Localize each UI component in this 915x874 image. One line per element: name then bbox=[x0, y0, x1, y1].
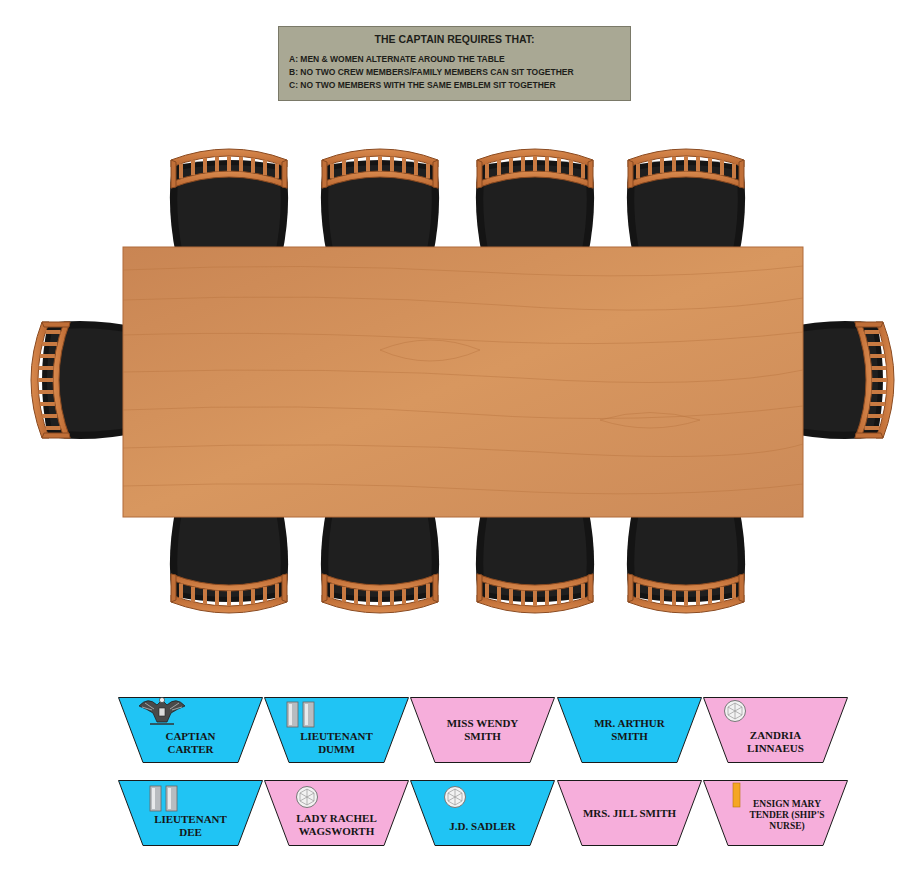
card-shape bbox=[558, 698, 702, 763]
card-outline bbox=[410, 780, 555, 846]
place-card: ZANDRIA LINNAEUS bbox=[703, 697, 848, 763]
place-card: J.D. SADLER bbox=[410, 780, 555, 846]
rules-heading: THE CAPTAIN REQUIRES THAT: bbox=[289, 33, 620, 45]
rule-text: C: NO TWO MEMBERS WITH THE SAME EMBLEM S… bbox=[289, 79, 620, 92]
guest-name: LIEUTENANT DUMM bbox=[288, 730, 385, 755]
place-card: MRS. JILL SMITH bbox=[557, 780, 702, 846]
lieutenant-bars bbox=[287, 702, 314, 727]
card-shape bbox=[265, 698, 409, 763]
place-card: LIEUTENANT DUMM bbox=[264, 697, 409, 763]
eagle-emblem bbox=[139, 697, 185, 724]
ensign-bar bbox=[733, 783, 740, 807]
card-shape bbox=[558, 781, 702, 846]
place-card: CAPTIAN CARTER bbox=[118, 697, 263, 763]
place-card: MR. ARTHUR SMITH bbox=[557, 697, 702, 763]
globe-emblem bbox=[445, 787, 466, 808]
card-shape bbox=[119, 698, 263, 763]
guest-name: CAPTIAN CARTER bbox=[142, 730, 239, 755]
place-card: LADY RACHEL WAGSWORTH bbox=[264, 780, 409, 846]
place-card: LIEUTENANT DEE bbox=[118, 780, 263, 846]
globe-emblem bbox=[725, 701, 746, 722]
guest-name: LIEUTENANT DEE bbox=[142, 813, 239, 838]
guest-name: MR. ARTHUR SMITH bbox=[581, 717, 678, 742]
rule-text: B: NO TWO CREW MEMBERS/FAMILY MEMBERS CA… bbox=[289, 66, 620, 79]
card-shape bbox=[704, 781, 848, 846]
guest-name: MISS WENDY SMITH bbox=[434, 717, 531, 742]
card-shape bbox=[704, 698, 848, 763]
rule-text: A: MEN & WOMEN ALTERNATE AROUND THE TABL… bbox=[289, 53, 620, 66]
place-card: ENSIGN MARY TENDER (SHIP'S NURSE) bbox=[703, 780, 848, 846]
guest-name: MRS. JILL SMITH bbox=[581, 807, 678, 820]
lieutenant-bars bbox=[150, 786, 177, 811]
card-shape bbox=[411, 781, 555, 846]
globe-emblem bbox=[297, 787, 318, 808]
card-shape bbox=[119, 781, 263, 846]
guest-name: ZANDRIA LINNAEUS bbox=[727, 729, 824, 754]
card-shape bbox=[265, 781, 409, 846]
place-card: MISS WENDY SMITH bbox=[410, 697, 555, 763]
card-shape bbox=[411, 698, 555, 763]
guest-name: ENSIGN MARY TENDER (SHIP'S NURSE) bbox=[745, 799, 829, 832]
rules-box: THE CAPTAIN REQUIRES THAT: A: MEN & WOMEN… bbox=[278, 26, 631, 101]
guest-name: LADY RACHEL WAGSWORTH bbox=[288, 812, 385, 837]
guest-name: J.D. SADLER bbox=[434, 820, 531, 833]
